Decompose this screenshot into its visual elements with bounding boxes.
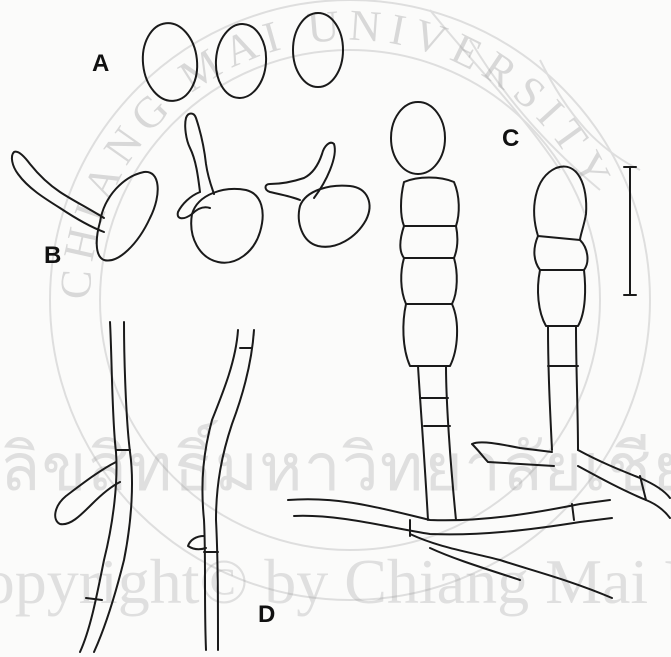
- hypha-d2-right: [216, 330, 254, 650]
- germ-tube-b2: [185, 114, 214, 195]
- panel-label-a: A: [92, 52, 109, 76]
- conidium-b1: [97, 172, 158, 261]
- conidium-c1-top: [391, 102, 445, 174]
- panel-label-d: D: [258, 603, 275, 627]
- hypha-d2-left: [202, 330, 238, 650]
- septa-basal: [410, 476, 646, 536]
- scale-bar: [624, 167, 636, 295]
- hypha-right-top: [472, 442, 554, 466]
- hyphae-group-d: [55, 322, 254, 652]
- hypha-lower-branch: [410, 534, 612, 598]
- conidium-c1-2: [401, 178, 459, 227]
- conidiophore-stalk-c1: [418, 366, 456, 520]
- conidium-c1-5: [403, 304, 457, 366]
- conidium-c2-2: [534, 236, 587, 270]
- septum-c1: [420, 398, 450, 426]
- conidium-c2-3: [538, 270, 585, 326]
- germ-tube-b3: [266, 143, 335, 200]
- conidium-a3: [293, 13, 343, 87]
- conidium-c1-3: [400, 226, 457, 258]
- conidium-b2: [191, 189, 262, 263]
- conidium-c2-top: [534, 167, 586, 240]
- germinating-conidia-group-b: [12, 114, 370, 263]
- hypha-d1-branch: [55, 462, 120, 524]
- panel-label-b: B: [44, 244, 61, 268]
- basal-hyphae: [288, 442, 670, 598]
- conidium-c1-4: [401, 258, 457, 304]
- septa-d1: [86, 450, 130, 600]
- panel-label-c: C: [502, 127, 519, 151]
- conidium-a1: [139, 20, 201, 103]
- conidium-b3: [299, 186, 370, 247]
- conidia-group-a: [139, 13, 343, 104]
- hypha-d2-peg: [188, 536, 206, 549]
- conidiophore-c-right: [534, 167, 587, 450]
- hypha-main-bottom: [294, 516, 612, 535]
- conidium-a2: [213, 22, 268, 99]
- germ-tube-b1: [12, 152, 104, 232]
- conidiophore-stalk-c2: [548, 326, 578, 450]
- hypha-right-branch: [578, 450, 670, 518]
- conidiophore-c-left: [391, 102, 459, 520]
